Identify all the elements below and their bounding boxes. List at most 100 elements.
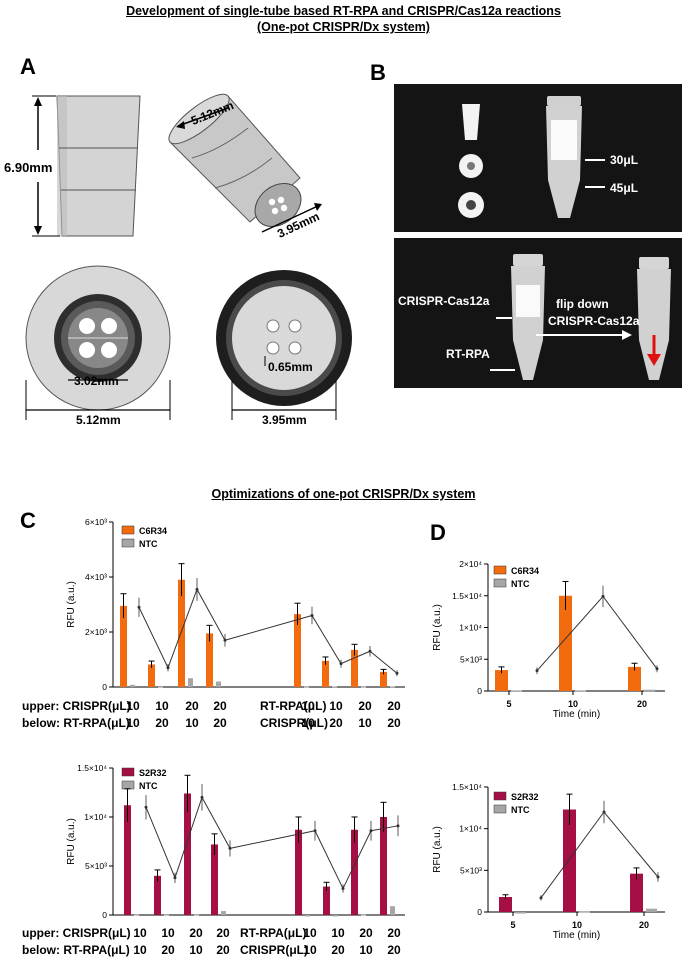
d-bottom-legend-label-0: S2R32 bbox=[511, 792, 539, 802]
d-top-legend-label-0: C6R34 bbox=[511, 566, 539, 576]
d-top-ytick-label-1: 5×10³ bbox=[460, 654, 482, 664]
c-top-ntc-bar-5 bbox=[332, 686, 337, 688]
d-top-trend-point-0 bbox=[535, 669, 539, 673]
c-top-bar-7 bbox=[380, 671, 387, 687]
c-top-trend-point-7 bbox=[395, 671, 399, 675]
d-top-xlabel: Time (min) bbox=[553, 709, 600, 720]
c1-upper-num-g1-1: 10 bbox=[155, 699, 169, 713]
panel-label-d: D bbox=[430, 520, 446, 545]
c-bottom-ylabel: RFU (a.u.) bbox=[66, 818, 77, 865]
c-bottom-ntc-bar-1 bbox=[164, 914, 169, 916]
c-top-ntc-bar-1 bbox=[158, 685, 163, 688]
d-top-legend-swatch-1 bbox=[493, 578, 507, 588]
c1-below-num-g2-2: 10 bbox=[358, 716, 372, 730]
tube-photo-2 bbox=[490, 254, 545, 380]
d-bottom-trend-point-2 bbox=[656, 875, 660, 879]
c-bottom-trend-line-1 bbox=[145, 796, 231, 880]
c-bottom-ytick-label-2: 1×10⁴ bbox=[84, 812, 107, 822]
c-top-ntc-bar-4 bbox=[304, 686, 309, 688]
c-top-legend-label-1: NTC bbox=[139, 539, 158, 549]
section-title-optimizations: Optimizations of one-pot CRISPR/Dx syste… bbox=[211, 487, 476, 501]
cap-photo-icon bbox=[462, 104, 480, 140]
c-bottom-trend-point-6 bbox=[369, 829, 373, 833]
c-bottom-ntc-bar-3 bbox=[221, 911, 226, 915]
c-bottom-trend-point-0 bbox=[144, 805, 148, 809]
d-top-ytick-label-3: 1.5×10⁴ bbox=[452, 591, 482, 601]
c1-below-num-g2-3: 20 bbox=[387, 716, 401, 730]
cap-top-view-2 bbox=[216, 270, 352, 420]
d-bottom-ylabel: RFU (a.u.) bbox=[432, 826, 443, 873]
panel-label-a: A bbox=[20, 54, 36, 79]
c-top-trend-line-2 bbox=[224, 614, 398, 674]
d-bottom-xtick-label-0: 5 bbox=[510, 920, 515, 930]
c-bottom-legend-swatch-1 bbox=[121, 780, 135, 790]
c2-upper-num-g2-0: 10 bbox=[303, 926, 317, 940]
d-bottom-bar-0 bbox=[499, 897, 512, 912]
c-bottom-bar-7 bbox=[380, 817, 387, 915]
figure-title-line2: (One-pot CRISPR/Dx system) bbox=[257, 20, 430, 34]
c2-below-num-g2-1: 20 bbox=[331, 943, 345, 957]
c-bottom-trend-point-1 bbox=[173, 876, 177, 880]
c-top-legend-swatch-0 bbox=[121, 525, 135, 535]
c2-below-num-g2-3: 20 bbox=[387, 943, 401, 957]
dim-inner-diameter-label: 3.02mm bbox=[74, 374, 119, 388]
c2-below-prefix: below: RT-RPA(μL) bbox=[22, 943, 130, 957]
c-top-trend-point-3 bbox=[223, 638, 227, 642]
c-top-ntc-bar-6 bbox=[361, 686, 366, 688]
c-top-legend-swatch-1 bbox=[121, 538, 135, 548]
d-top-trend-line-1 bbox=[536, 595, 658, 672]
c2-upper-num-g1-2: 20 bbox=[189, 926, 203, 940]
c1-below-mid: CRISPR(μL) bbox=[260, 716, 329, 730]
d-bottom-xtick-label-1: 10 bbox=[572, 920, 582, 930]
c-bottom-legend-swatch-0 bbox=[121, 767, 135, 777]
c-top-bar-3 bbox=[206, 633, 213, 687]
c2-below-num-g2-2: 10 bbox=[359, 943, 373, 957]
c-bottom-ytick-label-0: 0 bbox=[102, 910, 107, 920]
c-top-ntc-bar-2 bbox=[188, 678, 193, 687]
c-top-ytick-label-3: 6×10³ bbox=[85, 517, 107, 527]
d-bottom-ntc-bar-0 bbox=[515, 912, 526, 914]
c-top-bar-5 bbox=[322, 660, 329, 687]
d-top-ytick-label-2: 1×10⁴ bbox=[459, 623, 482, 633]
d-bottom-legend-swatch-1 bbox=[493, 804, 507, 814]
c1-upper-mid: RT-RPA(μL) bbox=[260, 699, 327, 713]
c1-below-num-g2-0: 10 bbox=[301, 716, 315, 730]
c-bottom-bar-6 bbox=[351, 829, 358, 915]
c-bottom-trend-point-2 bbox=[200, 795, 204, 799]
c-bottom-ntc-bar-6 bbox=[361, 914, 366, 916]
d-top-trend-point-2 bbox=[655, 667, 659, 671]
c1-upper-num-g2-3: 20 bbox=[387, 699, 401, 713]
c2-upper-num-g2-2: 20 bbox=[359, 926, 373, 940]
c-bottom-legend-label-1: NTC bbox=[139, 781, 158, 791]
volume-30-label: 30μL bbox=[610, 153, 639, 167]
c-bottom-ytick-label-3: 1.5×10⁴ bbox=[77, 763, 107, 773]
tube-photo-3 bbox=[637, 257, 671, 380]
c2-upper-num-g1-1: 10 bbox=[161, 926, 175, 940]
c2-below-num-g1-1: 20 bbox=[161, 943, 175, 957]
c2-upper-num-g2-3: 20 bbox=[387, 926, 401, 940]
c-top-bar-4 bbox=[294, 614, 301, 687]
c-top-trend-point-0 bbox=[137, 605, 141, 609]
d-bottom-xtick-label-2: 20 bbox=[639, 920, 649, 930]
c-top-ytick-label-0: 0 bbox=[102, 682, 107, 692]
c-top-ntc-bar-0 bbox=[130, 684, 135, 687]
d-bottom-ytick-label-0: 0 bbox=[477, 907, 482, 917]
tube-photo-1 bbox=[546, 96, 605, 218]
c-bottom-trend-line-2 bbox=[229, 825, 399, 890]
c-top-trend-point-6 bbox=[368, 649, 372, 653]
d-top-trend-point-1 bbox=[601, 594, 605, 598]
c2-upper-num-g1-0: 10 bbox=[133, 926, 147, 940]
d-top-bar-1 bbox=[559, 595, 572, 691]
d-top-ntc-bar-2 bbox=[644, 689, 655, 692]
c2-below-num-g1-3: 20 bbox=[216, 943, 230, 957]
c1-upper-prefix: upper: CRISPR(μL) bbox=[22, 699, 131, 713]
c-bottom-legend-label-0: S2R32 bbox=[139, 768, 167, 778]
c2-below-num-g1-2: 10 bbox=[189, 943, 203, 957]
c1-upper-num-g1-0: 10 bbox=[126, 699, 140, 713]
dim-outer-diameter-label: 5.12mm bbox=[76, 413, 121, 427]
c2-upper-prefix: upper: CRISPR(μL) bbox=[22, 926, 131, 940]
c-bottom-ntc-bar-2 bbox=[194, 914, 199, 916]
c2-upper-num-g1-3: 20 bbox=[216, 926, 230, 940]
c1-below-num-g1-3: 20 bbox=[213, 716, 227, 730]
d-top-xtick-label-1: 10 bbox=[568, 699, 578, 709]
